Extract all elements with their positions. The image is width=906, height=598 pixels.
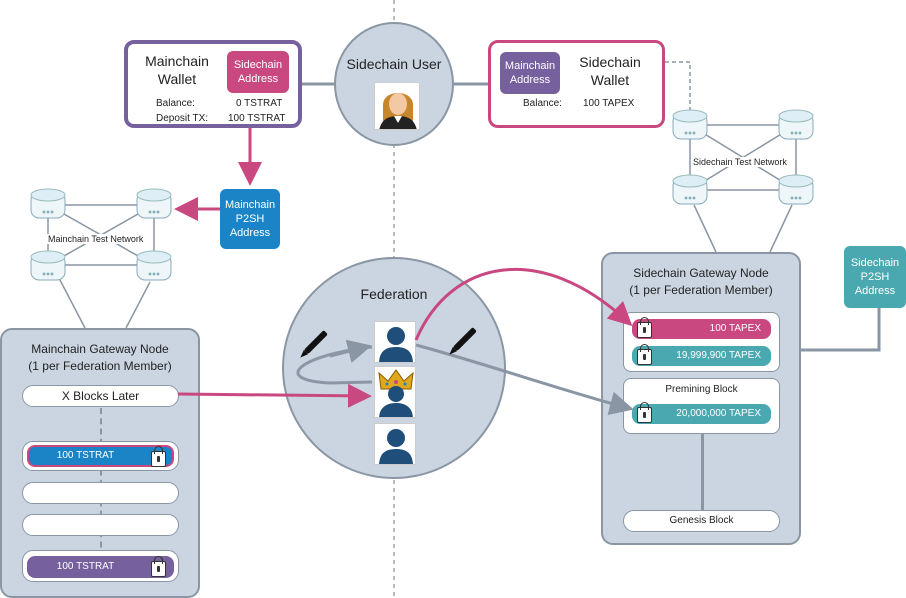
deposit-tx-value: 100 TSTRAT	[228, 113, 286, 124]
premining-block: Premining Block 20,000,000 TAPEX	[623, 378, 780, 434]
mainchain-p2sh-address[interactable]: Mainchain P2SH Address	[220, 189, 280, 249]
member-icon	[374, 423, 416, 465]
sidechain-network-label: Sidechain Test Network	[691, 157, 789, 167]
sc-balance-label: Balance:	[523, 98, 562, 109]
unlock-icon	[637, 402, 652, 423]
mainchain-network-label: Mainchain Test Network	[46, 234, 146, 244]
network-node-icon	[136, 250, 172, 281]
network-node-icon	[672, 109, 708, 140]
sidechain-user-title: Sidechain User	[346, 56, 442, 72]
lock-icon	[637, 317, 652, 338]
tx-100-tapex: 100 TAPEX	[632, 319, 771, 339]
origin-block: 100 TSTRAT	[22, 550, 179, 582]
deposit-tx-label: Deposit TX:	[156, 113, 209, 124]
mainchain-gateway-node: Mainchain Gateway Node (1 per Federation…	[0, 328, 200, 598]
empty-block	[22, 514, 179, 536]
mainchain-wallet-title: Mainchain Wallet	[145, 53, 209, 87]
tx-19999900-tapex: 19,999,900 TAPEX	[632, 346, 771, 366]
x-blocks-later: X Blocks Later	[22, 385, 179, 407]
balance-label: Balance:	[156, 98, 195, 109]
origin-tx-tag: 100 TSTRAT	[27, 556, 174, 578]
sidechain-wallet-title: Sidechain Wallet	[579, 54, 641, 88]
network-node-icon	[136, 188, 172, 219]
network-node-icon	[778, 109, 814, 140]
sidechain-user: Sidechain User	[334, 22, 454, 146]
network-node-icon	[30, 250, 66, 281]
lock-icon	[151, 446, 166, 467]
empty-block	[22, 482, 179, 504]
mainchain-wallet: Mainchain Wallet Sidechain Address Balan…	[124, 40, 302, 128]
genesis-block: Genesis Block	[623, 510, 780, 532]
leader-crown-icon	[374, 366, 416, 418]
sidechain-p2sh-address[interactable]: Sidechain P2SH Address	[844, 246, 906, 308]
mainchain-gateway-subtitle: (1 per Federation Member)	[28, 359, 172, 373]
mainchain-address-badge[interactable]: Mainchain Address	[500, 52, 560, 94]
sidechain-gateway-title: Sidechain Gateway Node	[633, 266, 769, 280]
female-user-icon	[374, 82, 420, 130]
member-icon	[374, 321, 416, 363]
network-node-icon	[778, 174, 814, 205]
sc-balance-value: 100 TAPEX	[583, 98, 635, 109]
lock-icon	[637, 344, 652, 365]
sidechain-wallet: Mainchain Address Sidechain Wallet Balan…	[488, 40, 665, 128]
sidechain-gateway-node: Sidechain Gateway Node (1 per Federation…	[601, 252, 801, 545]
balance-value: 0 TSTRAT	[236, 98, 283, 109]
network-node-icon	[30, 188, 66, 219]
deposit-tx-tag: 100 TSTRAT	[27, 445, 174, 467]
latest-block: 100 TAPEX 19,999,900 TAPEX	[623, 312, 780, 372]
mainchain-gateway-title: Mainchain Gateway Node	[31, 342, 169, 356]
tx-20000000-tapex: 20,000,000 TAPEX	[632, 404, 771, 424]
network-node-icon	[672, 174, 708, 205]
sidechain-gateway-subtitle: (1 per Federation Member)	[629, 283, 773, 297]
sidechain-address-badge[interactable]: Sidechain Address	[227, 51, 289, 93]
federation-title: Federation	[360, 286, 428, 302]
premining-label: Premining Block	[665, 384, 738, 395]
unlock-icon	[151, 556, 166, 577]
deposit-block: 100 TSTRAT	[22, 441, 179, 471]
